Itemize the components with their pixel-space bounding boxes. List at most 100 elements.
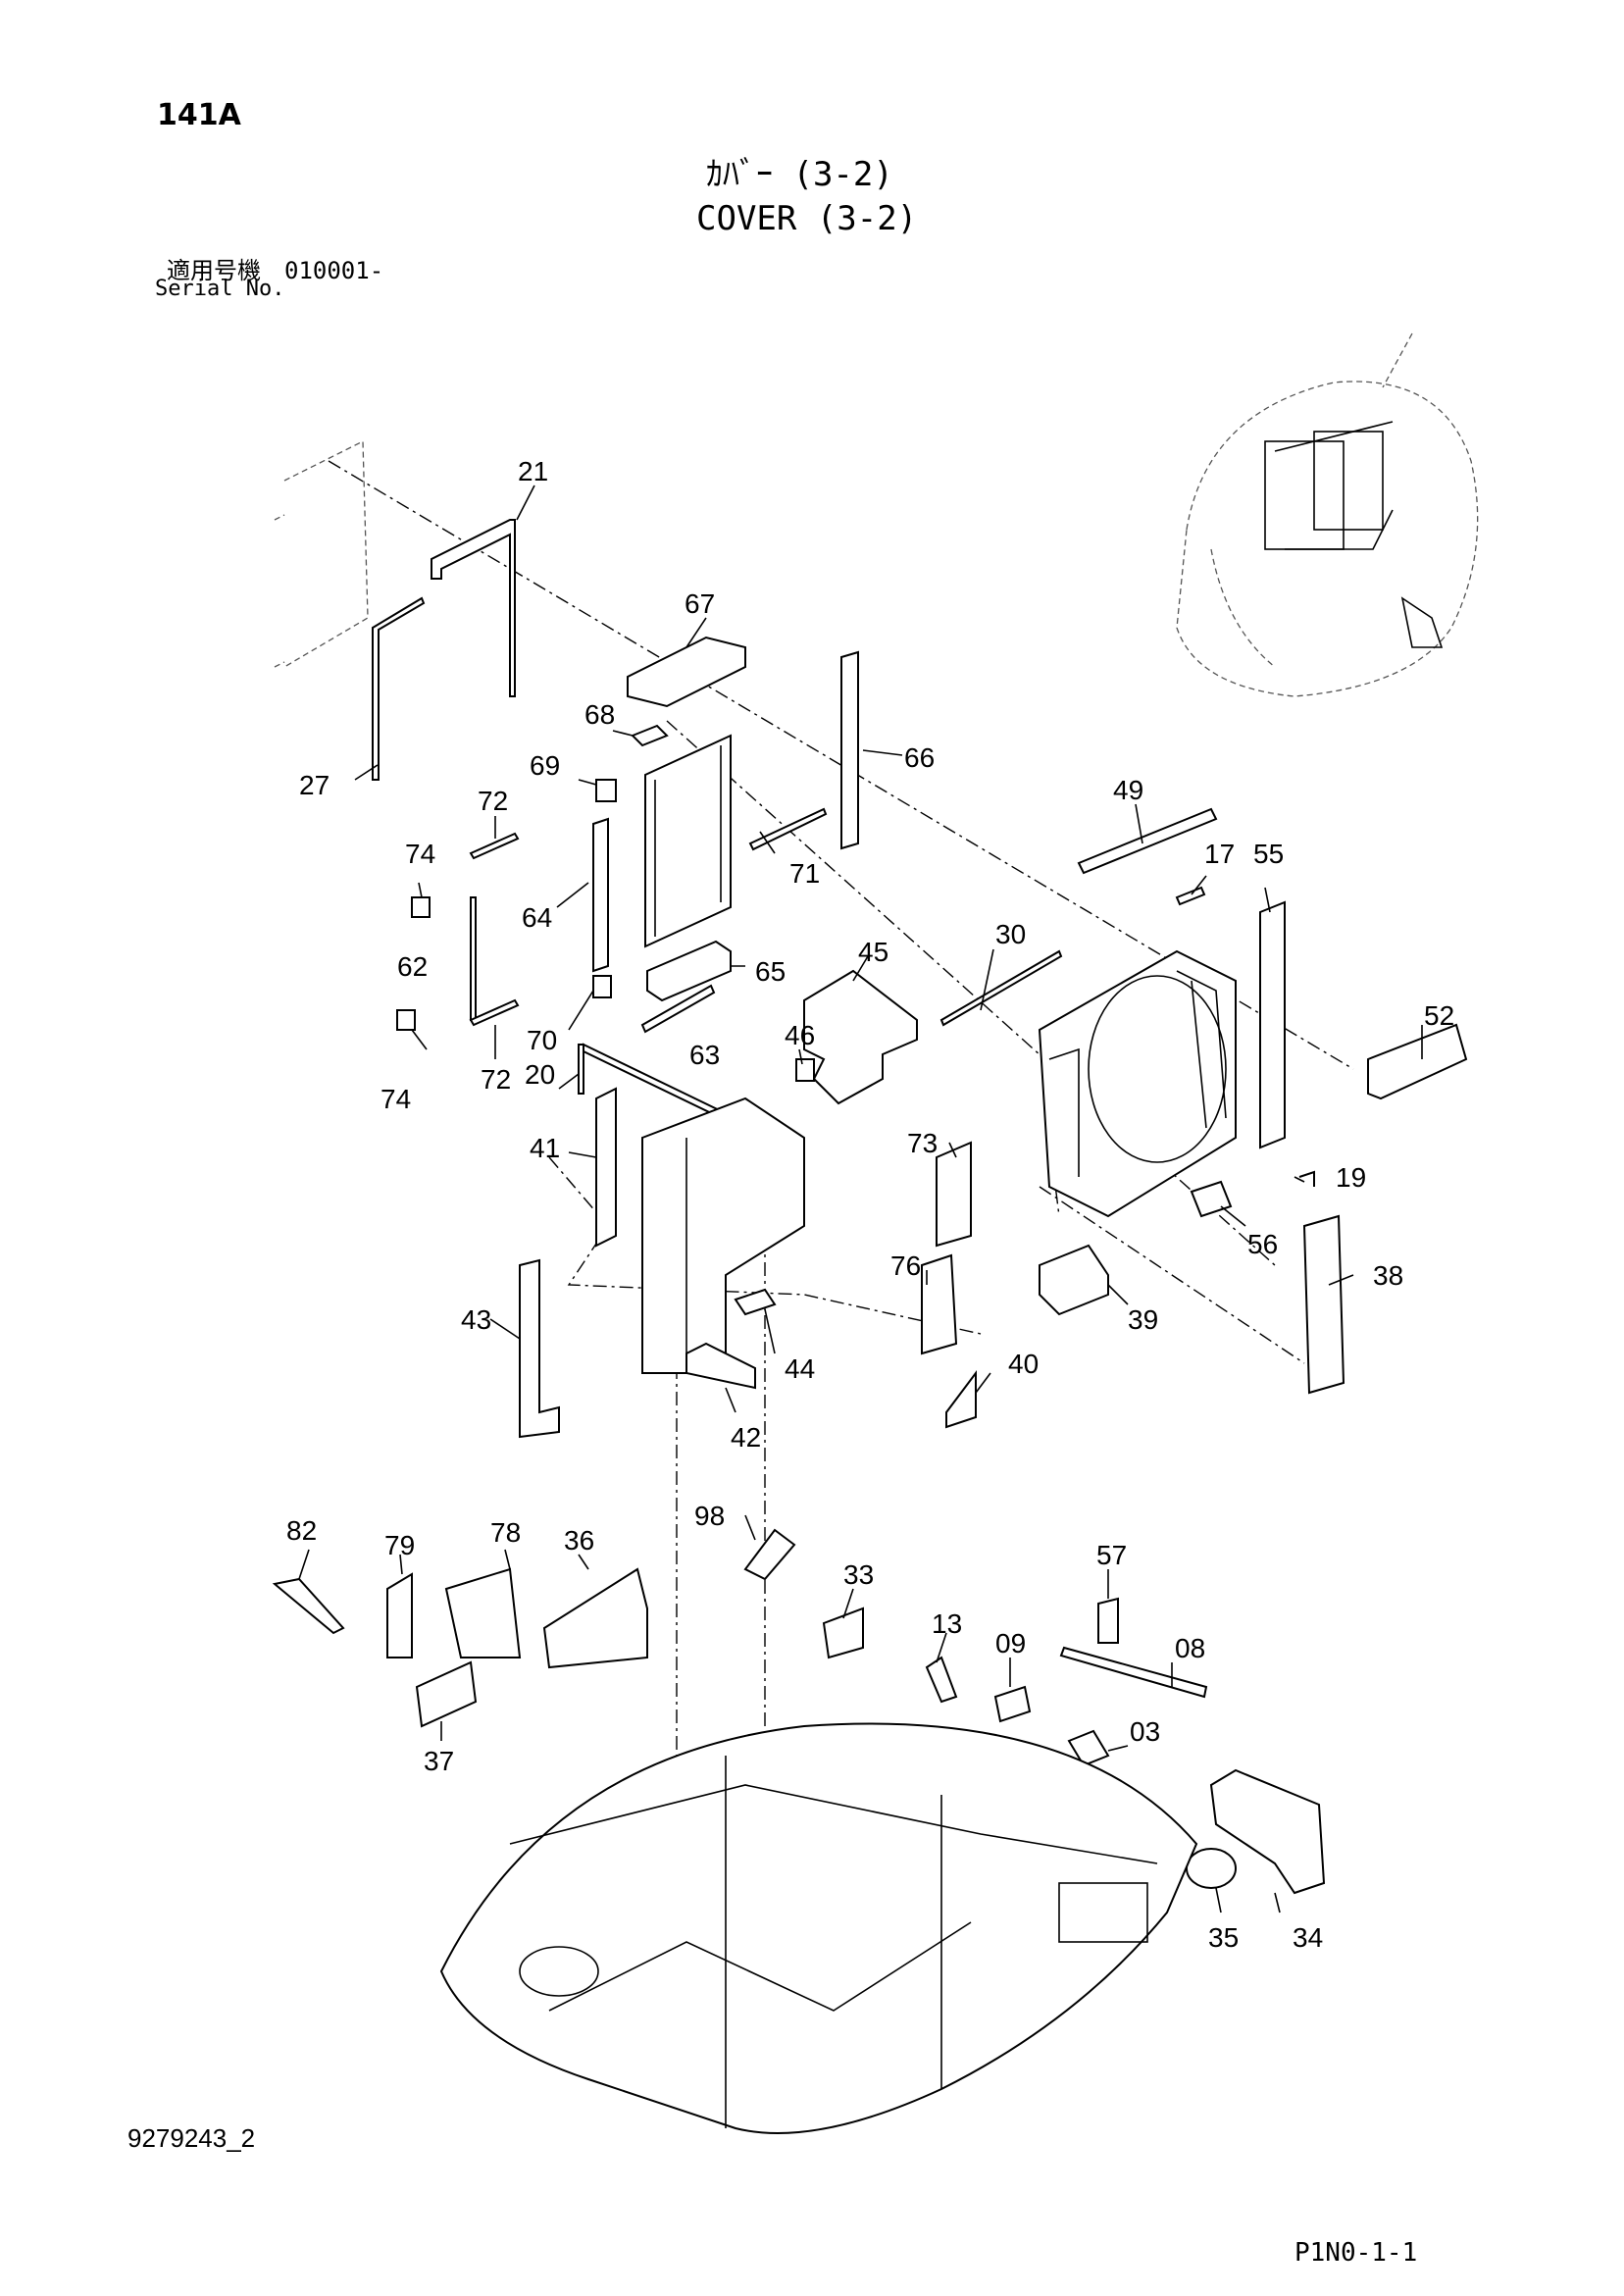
callout-03: 03 [1130, 1716, 1160, 1747]
callout-21: 21 [518, 456, 548, 486]
part-67-plate [627, 636, 746, 708]
callout-38: 38 [1373, 1260, 1403, 1291]
callout-08: 08 [1175, 1633, 1205, 1663]
callout-71: 71 [789, 858, 820, 889]
callout-64: 64 [522, 902, 552, 933]
callout-82: 82 [286, 1515, 317, 1546]
callout-35: 35 [1208, 1922, 1239, 1953]
callout-70: 70 [527, 1025, 557, 1055]
part-52-cover [1367, 1023, 1468, 1100]
callout-79: 79 [384, 1530, 415, 1560]
callout-37: 37 [424, 1746, 454, 1776]
callout-76: 76 [890, 1250, 921, 1281]
callout-63: 63 [689, 1040, 720, 1070]
part-33-seal [822, 1607, 864, 1659]
part-44-block [734, 1288, 777, 1316]
serial-label-english: Serial No. [155, 277, 285, 301]
callout-43: 43 [461, 1304, 491, 1335]
callout-62: 62 [397, 951, 428, 982]
part-73-bracket [936, 1141, 972, 1248]
part-76-bracket [921, 1253, 958, 1355]
callout-17: 17 [1204, 839, 1235, 869]
callout-36: 36 [564, 1525, 594, 1556]
callout-74: 74 [405, 839, 435, 869]
part-74-bottom-pad [396, 1009, 416, 1031]
callout-45: 45 [858, 937, 888, 967]
part-69-block [595, 779, 617, 802]
part-72-bottom-strip [469, 998, 520, 1027]
callout-49: 49 [1113, 775, 1143, 805]
part-71-strip [748, 807, 828, 851]
callout-44: 44 [785, 1353, 815, 1384]
callout-69: 69 [530, 750, 560, 781]
part-36-plate [542, 1567, 648, 1669]
part-42-seal [685, 1342, 756, 1390]
page-id: 141A [157, 98, 241, 132]
part-19-clip [1298, 1170, 1315, 1187]
callout-57: 57 [1096, 1540, 1127, 1570]
callout-33: 33 [843, 1559, 874, 1590]
callout-30: 30 [995, 919, 1026, 949]
part-64-seal-strip [592, 817, 609, 973]
part-45-seal [803, 969, 918, 1105]
title-english: COVER (3-2) [696, 199, 918, 238]
callout-27: 27 [299, 770, 330, 800]
callout-65: 65 [755, 956, 786, 987]
callout-55: 55 [1253, 839, 1284, 869]
machine-upper-frame [439, 1722, 1198, 2134]
part-39-block [1039, 1244, 1109, 1316]
callout-46: 46 [785, 1020, 815, 1050]
part-27-rod [372, 596, 426, 781]
callout-leaders [298, 485, 1423, 1913]
callout-72: 72 [478, 786, 508, 816]
part-38-bracket [1302, 1214, 1345, 1395]
part-66-post [840, 650, 859, 850]
part-56-block [1190, 1180, 1233, 1218]
callout-78: 78 [490, 1517, 521, 1548]
part-55-post [1259, 900, 1286, 1149]
callout-52: 52 [1424, 1000, 1454, 1031]
part-21-rod [431, 519, 516, 697]
part-82-strip [272, 1577, 345, 1635]
callout-56: 56 [1247, 1229, 1278, 1259]
part-43-seal [519, 1258, 560, 1439]
serial-label-japanese: 適用号機 010001- [167, 257, 384, 284]
callout-42: 42 [731, 1422, 761, 1453]
part-35-disc [1186, 1848, 1237, 1889]
part-radiator-fan-assembly [1038, 949, 1237, 1218]
part-57-block [1097, 1597, 1119, 1644]
part-98-wedge [743, 1528, 796, 1581]
callout-41: 41 [530, 1133, 560, 1163]
part-74-top-pad [411, 896, 431, 918]
callout-66: 66 [904, 742, 935, 773]
part-63-strip [640, 984, 716, 1034]
title-japanese: ｶﾊﾞｰ (3-2) [706, 155, 893, 194]
callout-09: 09 [995, 1628, 1026, 1658]
part-09-block [993, 1685, 1032, 1723]
part-37-block [415, 1660, 478, 1728]
machine-overview-inset [1176, 332, 1479, 697]
callout-74-lower: 74 [381, 1084, 411, 1114]
document-number: 9279243_2 [127, 2123, 256, 2153]
callout-98: 98 [694, 1501, 725, 1531]
callout-73: 73 [907, 1128, 938, 1158]
callout-19: 19 [1336, 1162, 1366, 1193]
callout-20: 20 [525, 1059, 555, 1090]
part-13-strip [925, 1656, 958, 1704]
part-78-seal [444, 1567, 522, 1658]
part-03-bracket [1067, 1729, 1110, 1767]
callout-67: 67 [685, 588, 715, 619]
callout-68: 68 [584, 699, 615, 730]
callout-40: 40 [1008, 1349, 1039, 1379]
part-79-bracket [386, 1572, 413, 1658]
part-34-plate [1209, 1768, 1326, 1895]
callout-labels: 21 67 68 69 66 27 72 74 64 62 71 49 17 5… [286, 456, 1454, 1953]
part-64-radiator-core [644, 734, 732, 948]
part-30-strip [939, 949, 1063, 1027]
part-08-strip [1059, 1646, 1208, 1699]
part-49-strip [1077, 807, 1218, 875]
page-code: P1N0-1-1 [1294, 2238, 1418, 2268]
callout-34: 34 [1293, 1922, 1323, 1953]
part-65-plate [646, 940, 732, 1002]
